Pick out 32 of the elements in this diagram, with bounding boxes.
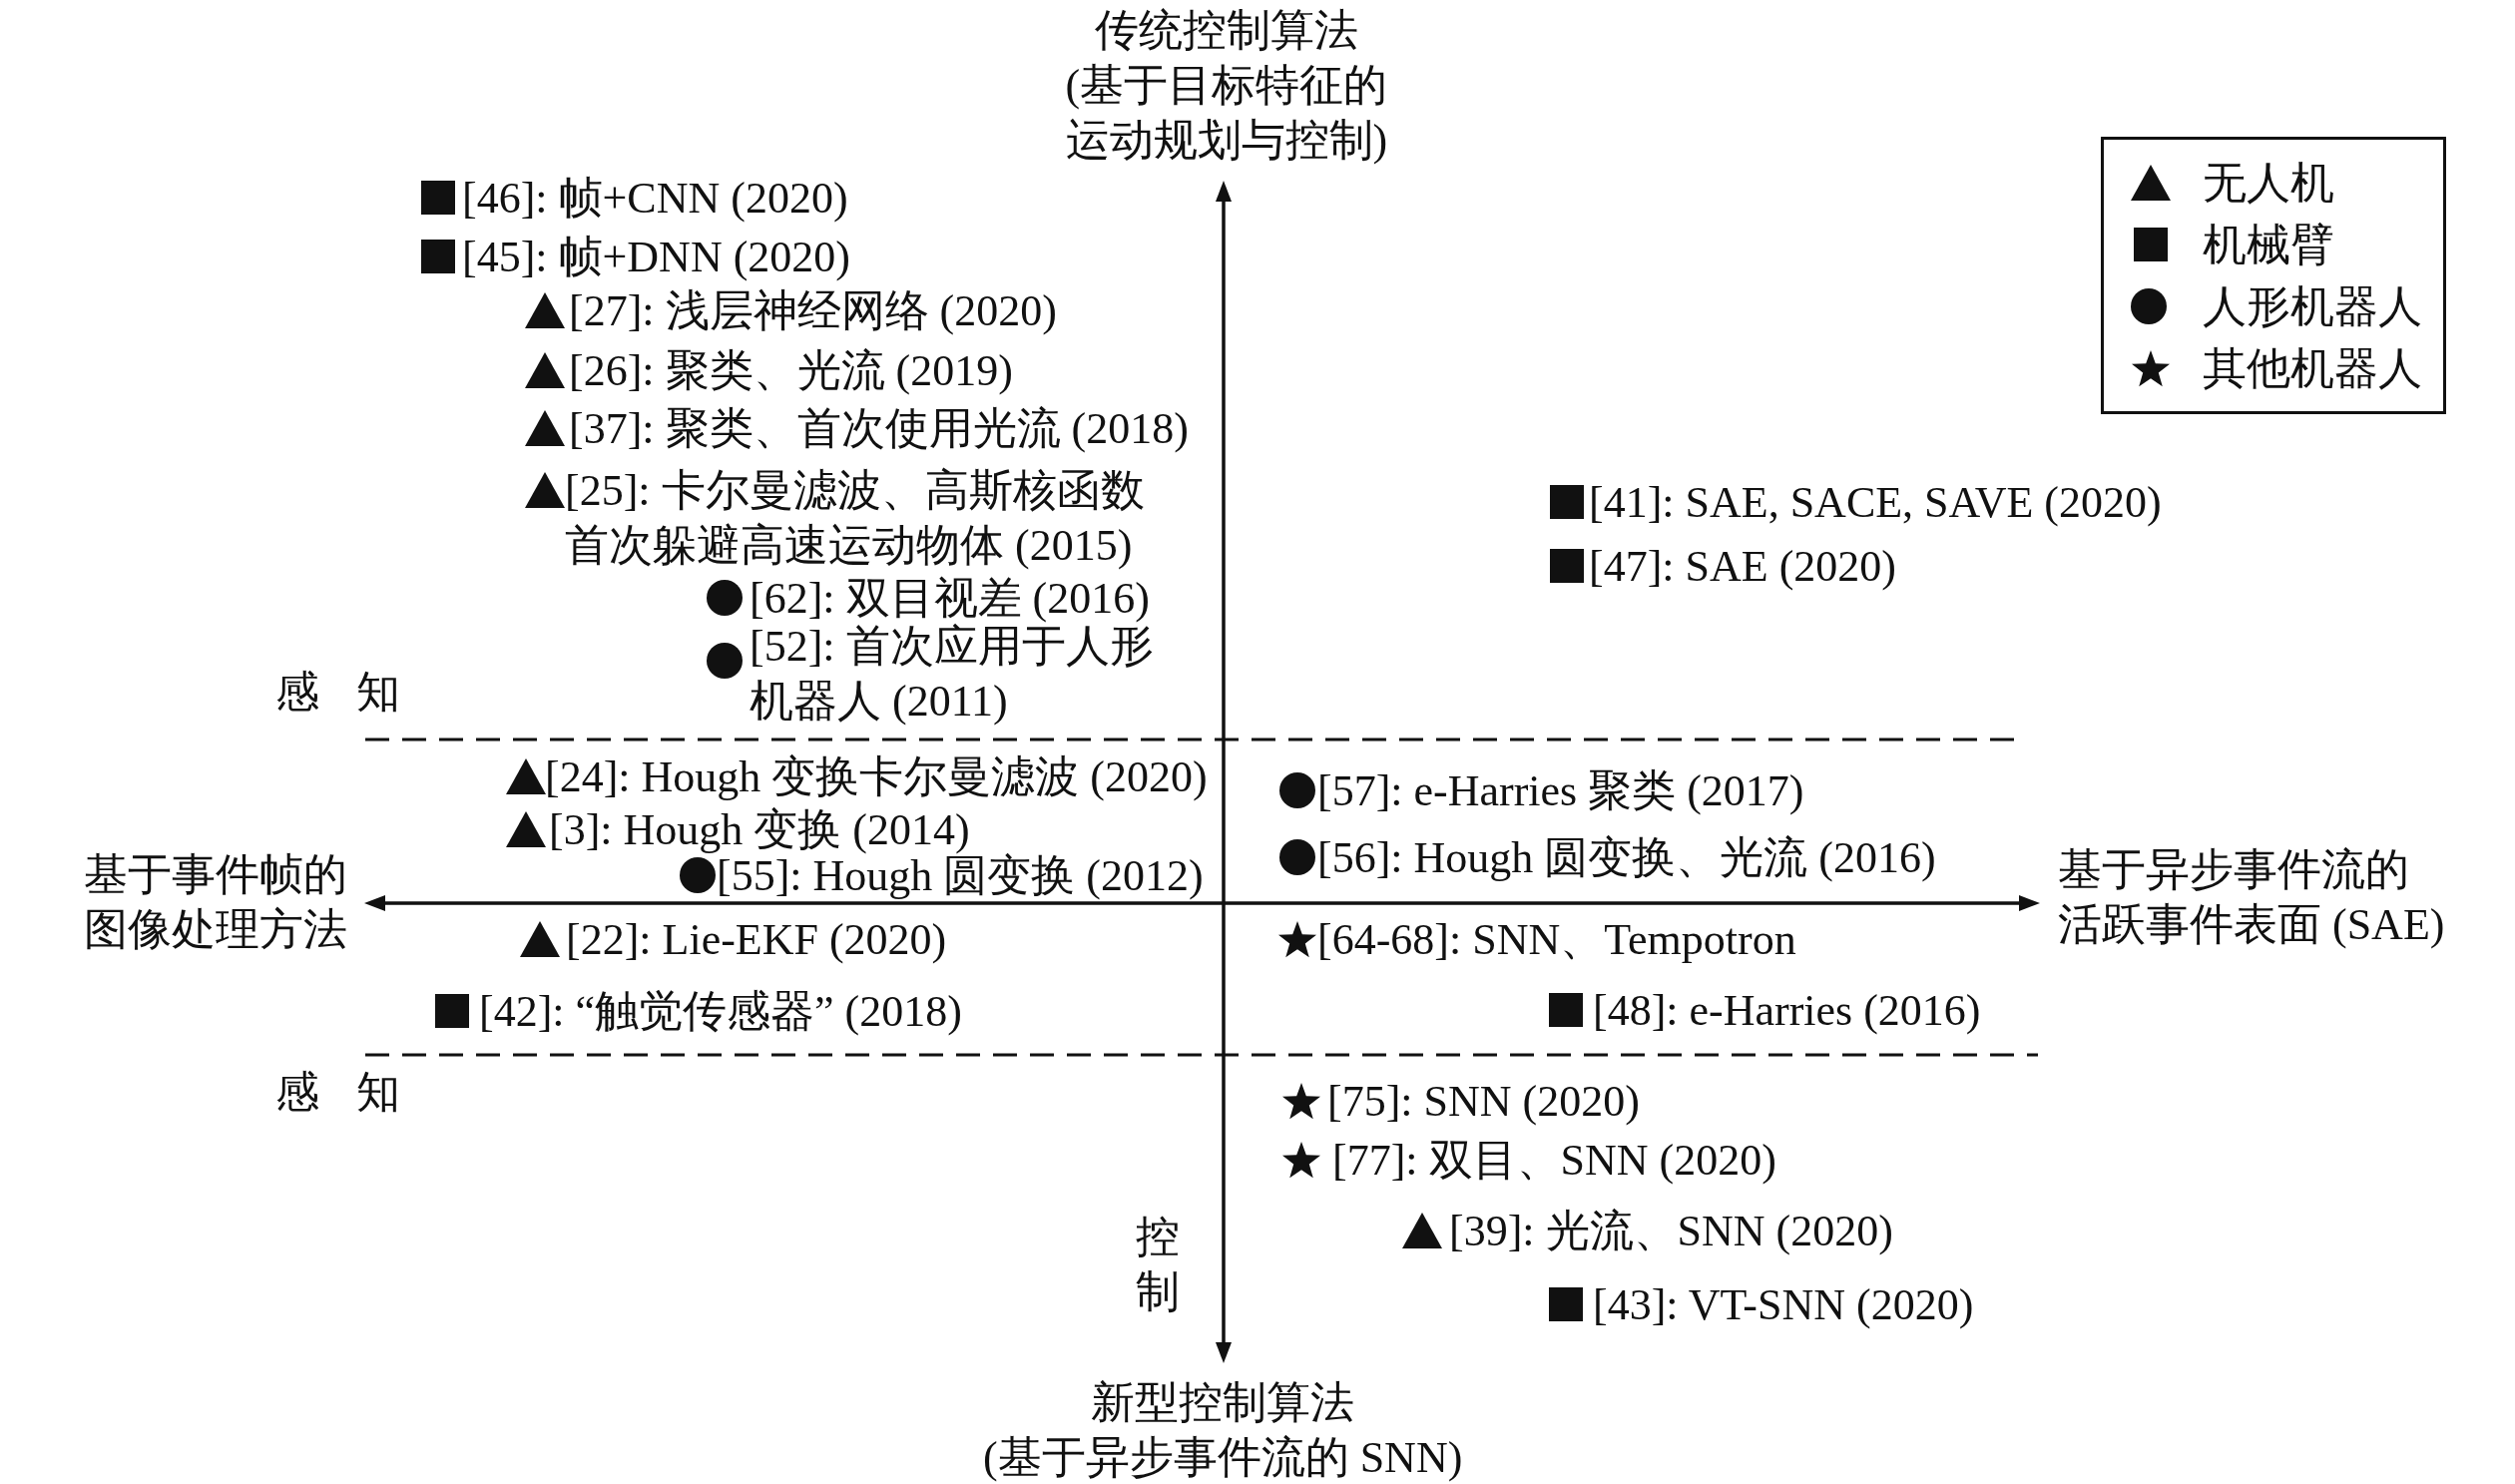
citation-label: [64-68]: SNN、Tempotron: [1317, 913, 1796, 966]
citation-label: [57]: e-Harries 聚类 (2017): [1317, 764, 1804, 817]
citation-label: [56]: Hough 圆变换、光流 (2016): [1317, 831, 1936, 884]
legend-label: 人形机器人: [2203, 280, 2422, 333]
citation-label: [46]: 帧+CNN (2020): [462, 172, 848, 225]
citation-label: [75]: SNN (2020): [1327, 1075, 1640, 1128]
legend-label: 无人机: [2203, 157, 2334, 210]
citation-label: [39]: 光流、SNN (2020): [1449, 1205, 1893, 1257]
citation-label: [3]: Hough 变换 (2014): [549, 803, 970, 856]
citation-label: [43]: VT-SNN (2020): [1593, 1278, 1974, 1331]
axis-label: 基于事件帧的图像处理方法: [84, 848, 347, 956]
citation-label: [45]: 帧+DNN (2020): [462, 231, 850, 283]
citation-label: [48]: e-Harries (2016): [1593, 984, 1981, 1037]
citation-label: [26]: 聚类、光流 (2019): [569, 344, 1013, 397]
citation-label: [24]: Hough 变换卡尔曼滤波 (2020): [545, 750, 1208, 803]
axis-label: 传统控制算法(基于目标特征的运动规划与控制): [1065, 4, 1388, 167]
citation-label: [25]: 卡尔曼滤波、高斯核函数首次躲避高速运动物体 (2015): [565, 464, 1145, 572]
citation-label: [47]: SAE (2020): [1589, 540, 1896, 593]
citation-label: [22]: Lie-EKF (2020): [566, 913, 947, 966]
axis-label: 基于异步事件流的活跃事件表面 (SAE): [2058, 843, 2445, 951]
citation-label: [42]: “触觉传感器” (2018): [479, 985, 962, 1038]
citation-label: [27]: 浅层神经网络 (2020): [569, 284, 1057, 337]
legend-label: 机械臂: [2203, 219, 2334, 271]
citation-label: [41]: SAE, SACE, SAVE (2020): [1589, 476, 2162, 529]
legend-label: 其他机器人: [2203, 342, 2422, 395]
citation-label: [37]: 聚类、首次使用光流 (2018): [569, 402, 1189, 455]
citation-label: [77]: 双目、SNN (2020): [1332, 1134, 1776, 1187]
region-label: 感知: [275, 1066, 438, 1119]
region-label: 控制: [1136, 1211, 1180, 1318]
citation-label: [62]: 双目视差 (2016): [750, 572, 1150, 624]
region-label: 感知: [275, 666, 438, 719]
axis-label: 新型控制算法(基于异步事件流的 SNN): [983, 1376, 1463, 1484]
